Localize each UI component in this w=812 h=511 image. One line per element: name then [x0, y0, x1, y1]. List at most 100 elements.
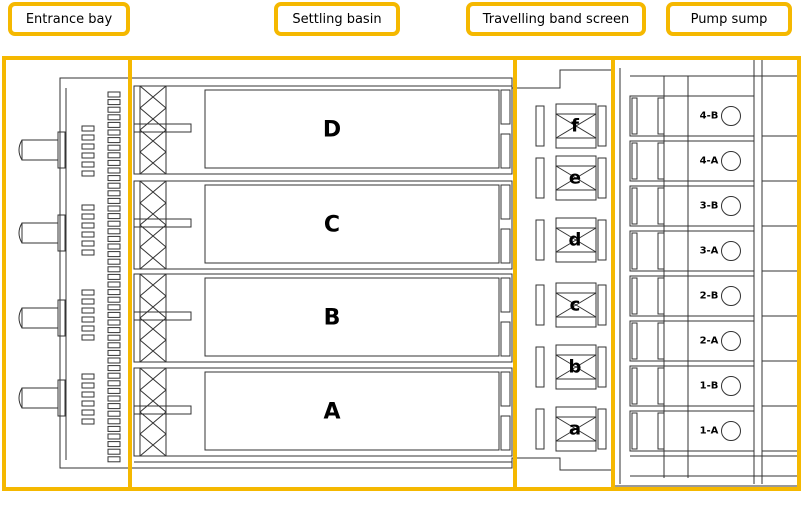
bay-gate-slot — [107, 235, 121, 242]
pipe-break-mark — [18, 222, 23, 244]
bay-gate-slot — [107, 251, 121, 258]
bay-gate-slot — [107, 152, 121, 159]
screen-cross — [555, 165, 597, 191]
screen-channel-grille — [535, 284, 545, 326]
pump-gate — [657, 232, 665, 270]
bay-gate-slot — [107, 167, 121, 174]
bay-gate-slot — [107, 213, 121, 220]
band-screen-a: a — [535, 406, 607, 452]
band-screen-c: c — [535, 282, 607, 328]
inlet-flange — [57, 299, 66, 337]
basin-chamber — [204, 277, 500, 357]
pump-label: 1-A — [700, 426, 719, 437]
bay-gate-slot — [81, 418, 95, 425]
bay-gate-slot — [81, 373, 95, 380]
bay-gate-slot — [107, 395, 121, 402]
bay-gate-slot — [107, 425, 121, 432]
screen-cross — [555, 354, 597, 380]
label-entrance-bay: Entrance bay — [8, 2, 130, 36]
outlet-grille — [500, 228, 511, 264]
bay-gate-slot — [107, 418, 121, 425]
pump-gate — [657, 142, 665, 180]
stoplog-brace — [139, 411, 167, 435]
inlet-flange — [57, 214, 66, 252]
basin-inlet-weir — [133, 218, 192, 228]
basin-inlet-weir — [133, 311, 192, 321]
basin-label: B — [324, 306, 341, 331]
pump-label: 2-A — [700, 336, 719, 347]
stoplog-brace — [139, 202, 167, 226]
bay-gate-slot — [107, 114, 121, 121]
settling-basin-b: B — [133, 273, 513, 363]
pump-circle — [721, 331, 741, 351]
bay-gate-slot — [81, 125, 95, 132]
pump-circle — [721, 151, 741, 171]
outlet-grille — [500, 89, 511, 125]
bay-gate-slot — [107, 228, 121, 235]
pump-circle — [721, 286, 741, 306]
bay-gate-slot — [107, 387, 121, 394]
screen-label: a — [569, 419, 581, 440]
inlet-pipe — [21, 307, 59, 329]
pump-bay-outline — [629, 320, 755, 362]
screen-channel-grille — [535, 105, 545, 147]
bay-gate-slot — [107, 121, 121, 128]
bay-gate-slot — [81, 325, 95, 332]
pipe-break-mark — [18, 139, 23, 161]
pump-intake-grille — [631, 322, 638, 360]
pump-bay-outline — [629, 365, 755, 407]
bay-gate-slot — [81, 170, 95, 177]
bay-gate-slot — [107, 197, 121, 204]
stoplog-brace — [139, 107, 167, 131]
screen-housing — [555, 344, 597, 390]
screen-label: e — [569, 168, 581, 189]
screen-label: b — [569, 357, 582, 378]
bay-gate-slot — [107, 403, 121, 410]
bay-gate-slot — [107, 182, 121, 189]
pump-label: 4-B — [700, 111, 719, 122]
screen-housing — [555, 217, 597, 263]
pump-label: 3-A — [700, 246, 719, 257]
bay-gate-slot — [81, 289, 95, 296]
bay-gate-slot — [107, 334, 121, 341]
bay-gate-slot — [107, 137, 121, 144]
stoplog-brace — [139, 180, 167, 204]
screen-channel-grille — [597, 408, 607, 450]
bay-gate-slot — [107, 456, 121, 463]
stoplog-brace — [139, 85, 167, 109]
bay-gate-slot — [81, 213, 95, 220]
screen-label: d — [569, 230, 582, 251]
screen-channel-grille — [597, 346, 607, 388]
bay-gate-slot — [107, 99, 121, 106]
pump-bay-outline — [629, 410, 755, 452]
screen-channel-grille — [535, 346, 545, 388]
basin-label: C — [324, 213, 340, 238]
inlet-pipe — [21, 139, 59, 161]
pump-bay-4-a: 4-A — [629, 140, 800, 182]
pump-circle — [721, 106, 741, 126]
basin-label: A — [323, 400, 340, 425]
bay-gate-slot — [81, 334, 95, 341]
screen-label: c — [570, 295, 581, 316]
outlet-grille — [500, 277, 511, 313]
bay-gate-slot — [81, 391, 95, 398]
pump-bay-3-a: 3-A — [629, 230, 800, 272]
bay-gate-slot — [107, 342, 121, 349]
screen-channel-grille — [597, 284, 607, 326]
pump-intake-grille — [631, 367, 638, 405]
pump-label: 1-B — [700, 381, 719, 392]
outlet-grille — [500, 371, 511, 407]
pump-bay-outline — [629, 185, 755, 227]
screen-housing — [555, 103, 597, 149]
settling-basin-d: D — [133, 85, 513, 175]
bay-gate-slot — [81, 240, 95, 247]
basin-inlet-weir — [133, 405, 192, 415]
bay-gate-slot — [107, 357, 121, 364]
pump-label: 2-B — [700, 291, 719, 302]
stoplog-brace — [139, 317, 167, 341]
label-settling-basin: Settling basin — [274, 2, 400, 36]
settling-basin-a: A — [133, 367, 513, 457]
inlet-flange — [57, 379, 66, 417]
pump-bay-3-b: 3-B — [629, 185, 800, 227]
